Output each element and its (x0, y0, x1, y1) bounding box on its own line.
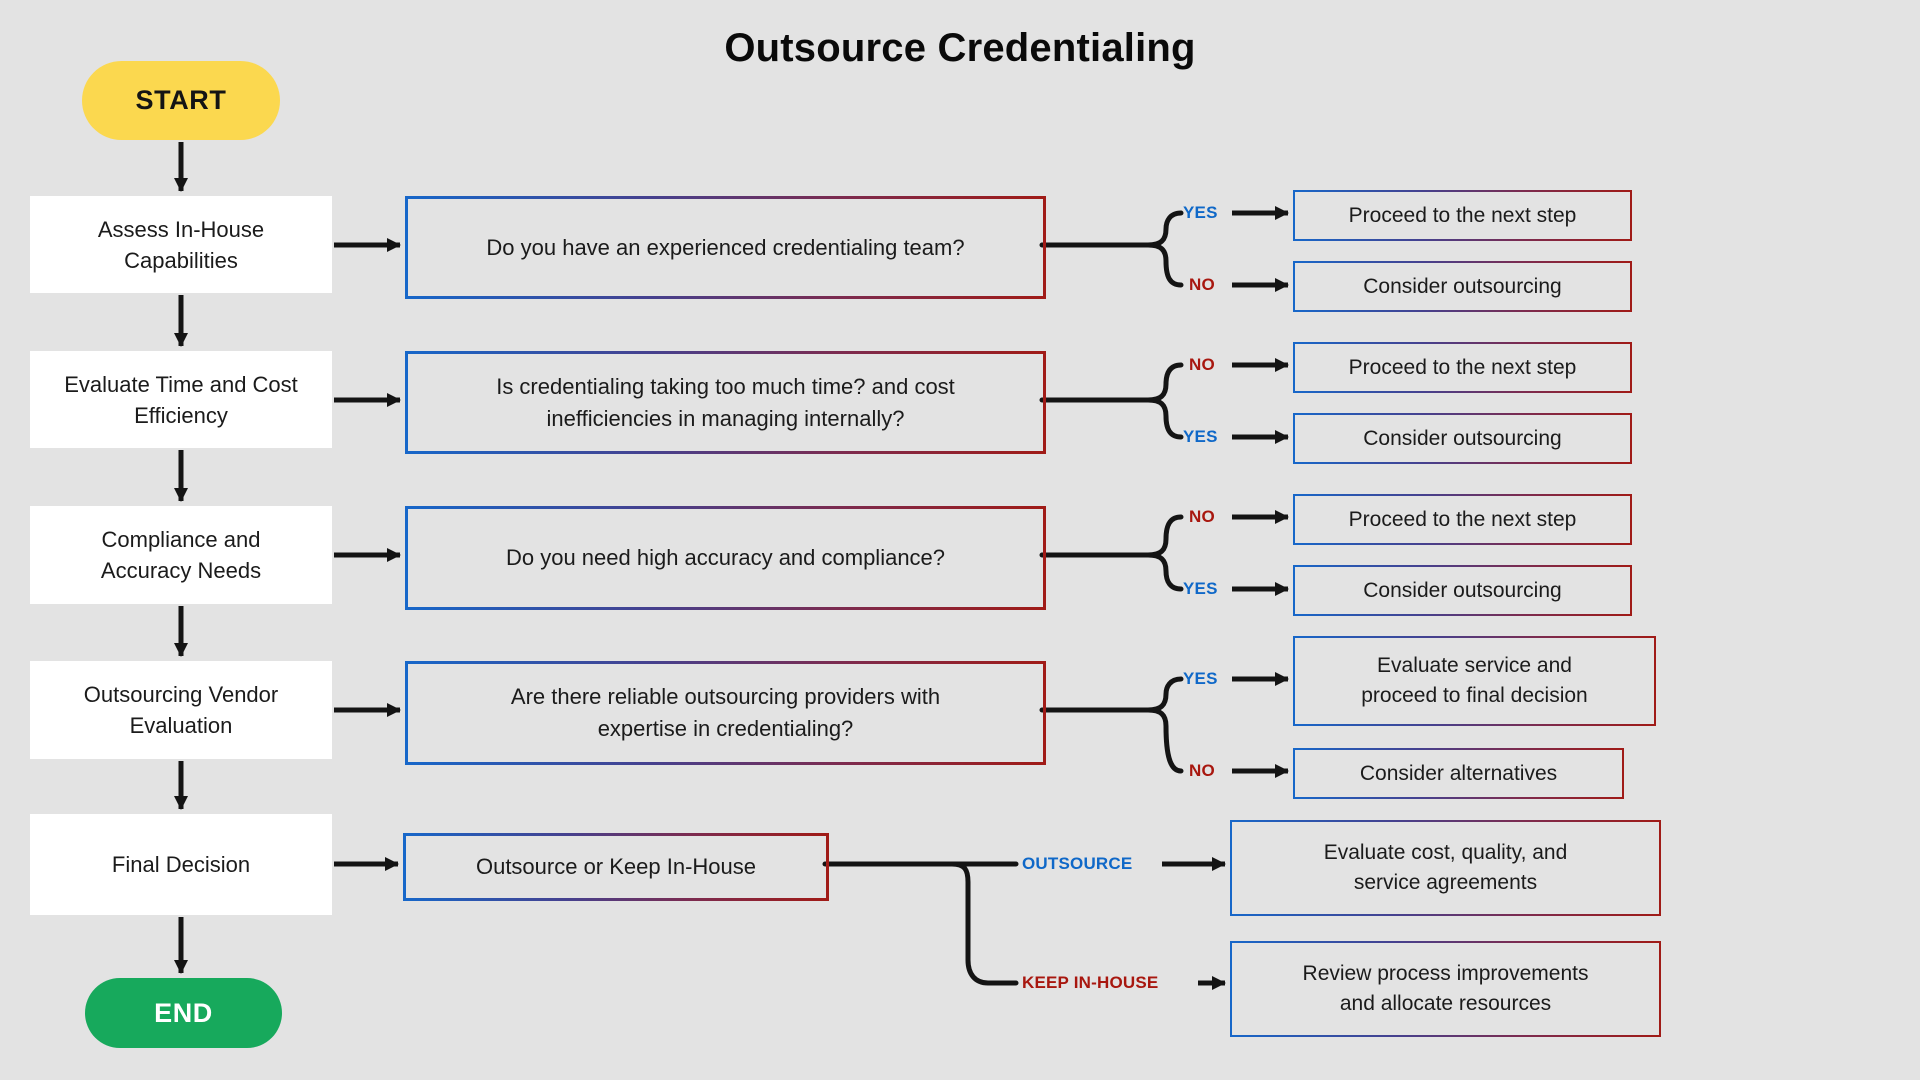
step-text: Assess In-House (97, 216, 265, 242)
branch-label-yes: YES (1183, 669, 1218, 688)
question-text: Do you have an experienced credentialing… (486, 234, 965, 260)
outcome-node-consider-outsourcing: Consider outsourcing (1293, 565, 1632, 616)
outcome-node-consider-outsourcing: Consider outsourcing (1293, 413, 1632, 464)
step-text: Compliance and (101, 527, 261, 552)
outcome-node-evaluate-service: Evaluate service and proceed to final de… (1293, 636, 1656, 726)
outcome-node-proceed: Proceed to the next step (1293, 494, 1632, 545)
step-text: Efficiency (134, 402, 228, 428)
outcome-text: Consider outsourcing (1363, 274, 1562, 298)
step-node-assess-in-house: Assess In-House Capabilities (30, 196, 332, 293)
step-text: Evaluate Time and Cost (64, 371, 298, 397)
outcome-text: Evaluate cost, quality, and (1323, 841, 1568, 864)
step-node-time-cost: Evaluate Time and Cost Efficiency (30, 351, 332, 448)
question-node-3: Do you need high accuracy and compliance… (405, 506, 1046, 610)
branch-label-arrows (1162, 206, 1289, 990)
step-text: Accuracy Needs (100, 558, 262, 583)
outcome-node-consider-outsourcing: Consider outsourcing (1293, 261, 1632, 312)
outcome-node-consider-alternatives: Consider alternatives (1293, 748, 1624, 799)
question-node-final: Outsource or Keep In-House (403, 833, 829, 901)
outcome-text: Proceed to the next step (1348, 355, 1577, 379)
step-node-vendor-evaluation: Outsourcing Vendor Evaluation (30, 661, 332, 759)
step-text: Evaluation (129, 713, 233, 738)
outcome-node-proceed: Proceed to the next step (1293, 342, 1632, 393)
end-label: END (154, 997, 213, 1028)
branch-label-no: NO (1189, 355, 1215, 374)
outcome-text: Proceed to the next step (1348, 203, 1577, 227)
branch-label-no: NO (1189, 275, 1215, 294)
question-node-4: Are there reliable outsourcing providers… (405, 661, 1046, 765)
outcome-text: Evaluate service and (1377, 654, 1572, 677)
question-node-2: Is credentialing taking too much time? a… (405, 351, 1046, 454)
step-node-compliance: Compliance and Accuracy Needs (30, 506, 332, 604)
step-to-question-arrows (334, 238, 401, 871)
final-decision-split (822, 861, 1019, 986)
question-text: inefficiencies in managing internally? (546, 405, 905, 431)
question-text: Are there reliable outsourcing providers… (510, 684, 941, 709)
question-text: Is credentialing taking too much time? a… (496, 373, 955, 399)
outcome-text: Review process improvements (1302, 962, 1589, 985)
branch-label-no: NO (1189, 507, 1215, 526)
outcome-text: Consider outsourcing (1363, 426, 1562, 450)
step-text: Capabilities (124, 247, 238, 273)
branch-label-outsource: OUTSOURCE (1022, 854, 1133, 873)
outcome-text: proceed to final decision (1361, 684, 1588, 707)
branch-label-no: NO (1189, 761, 1215, 780)
outcome-node-review-process: Review process improvements and allocate… (1230, 941, 1661, 1037)
step-text: Final Decision (111, 852, 251, 877)
branch-label-yes: YES (1183, 579, 1218, 598)
branch-label-yes: YES (1183, 427, 1218, 446)
start-label: START (135, 85, 227, 115)
outcome-node-proceed: Proceed to the next step (1293, 190, 1632, 241)
question-node-1: Do you have an experienced credentialing… (405, 196, 1046, 299)
start-node: START (82, 61, 280, 140)
step-node-final-decision: Final Decision (30, 814, 332, 915)
outcome-node-evaluate-cost: Evaluate cost, quality, and service agre… (1230, 820, 1661, 916)
question-text: Outsource or Keep In-House (475, 854, 757, 879)
outcome-text: and allocate resources (1339, 992, 1552, 1015)
question-brace-connectors (1039, 210, 1184, 774)
end-node: END (85, 978, 282, 1048)
outcome-text: Consider alternatives (1359, 761, 1558, 785)
step-text: Outsourcing Vendor (83, 682, 279, 707)
outcome-text: Proceed to the next step (1348, 507, 1577, 531)
branch-label-yes: YES (1183, 203, 1218, 222)
question-text: Do you need high accuracy and compliance… (505, 545, 946, 570)
page-title: Outsource Credentialing (724, 26, 1196, 70)
branch-label-keep-in-house: KEEP IN-HOUSE (1022, 973, 1159, 992)
outcome-text: service agreements (1353, 871, 1538, 894)
question-text: expertise in credentialing? (597, 716, 854, 741)
outcome-text: Consider outsourcing (1363, 578, 1562, 602)
